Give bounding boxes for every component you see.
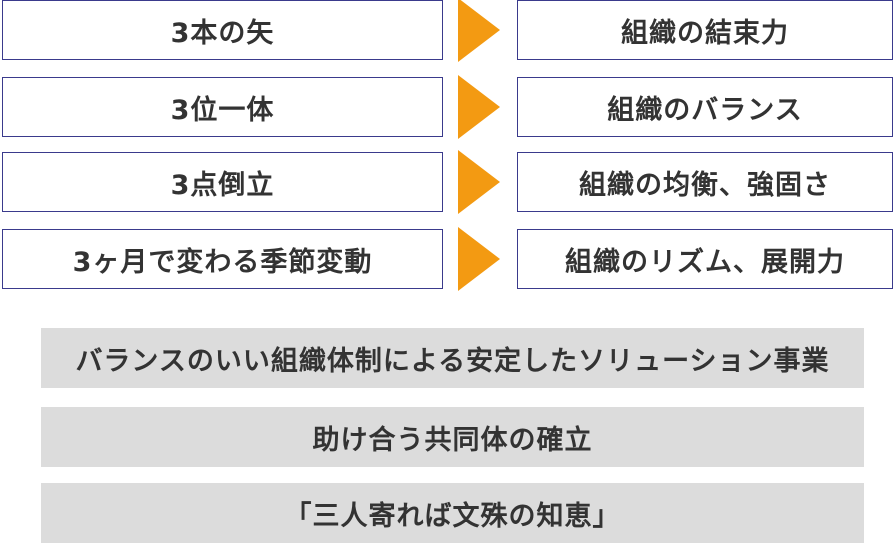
- arrow-right-icon: [458, 0, 500, 62]
- concept-box-2: 3位一体: [2, 77, 443, 137]
- meaning-box-3: 組織の均衡、強固さ: [517, 152, 893, 212]
- summary-bar-business: バランスのいい組織体制による安定したソリューション事業: [41, 328, 864, 388]
- concept-box-1: 3本の矢: [2, 0, 443, 60]
- arrow-right-icon: [458, 75, 500, 139]
- summary-bar-community: 助け合う共同体の確立: [41, 407, 864, 467]
- meaning-box-2: 組織のバランス: [517, 77, 893, 137]
- arrow-right-icon: [458, 150, 500, 214]
- arrow-right-icon: [458, 227, 500, 291]
- meaning-box-4: 組織のリズム、展開力: [517, 229, 893, 289]
- concept-box-3: 3点倒立: [2, 152, 443, 212]
- concept-box-4: 3ヶ月で変わる季節変動: [2, 229, 443, 289]
- summary-bar-proverb: 「三人寄れば文殊の知恵」: [41, 483, 864, 543]
- meaning-box-1: 組織の結束力: [517, 0, 893, 60]
